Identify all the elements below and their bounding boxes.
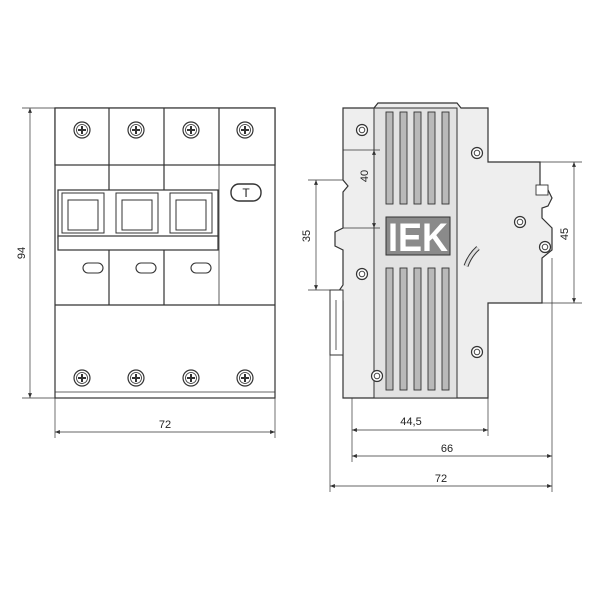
side-view: IEK 40 35 <box>301 102 582 492</box>
dimension-35-label: 35 <box>301 230 313 242</box>
dimension-45: 45 <box>488 161 582 304</box>
test-button: T <box>230 183 262 202</box>
dimension-width: 72 <box>54 398 276 438</box>
dimension-44-5-label: 44,5 <box>400 416 421 428</box>
terminal-screw-icon <box>73 121 91 139</box>
front-view: T 94 72 <box>16 107 276 438</box>
dimension-66: 66 <box>352 258 553 492</box>
iek-logo-text: IEK <box>388 216 448 260</box>
dimension-35: 35 <box>301 179 343 291</box>
dimension-height: 94 <box>16 107 58 399</box>
dimension-45-label: 45 <box>559 228 571 240</box>
dimension-40: 40 <box>343 149 380 229</box>
lever-arc <box>463 246 480 267</box>
terminal-screw-icon <box>182 121 200 139</box>
upper-terminal-zone <box>54 107 276 166</box>
rivet-icon <box>355 123 369 137</box>
terminal-screw-icon <box>236 121 254 139</box>
indicator-window <box>135 262 157 274</box>
lever-handle-bar <box>57 235 219 251</box>
dimension-44-5: 44,5 <box>351 398 489 462</box>
iek-logo: IEK <box>385 216 451 260</box>
toggle-levers <box>57 189 219 251</box>
width-dimension-label: 72 <box>159 419 171 431</box>
rivet-icon <box>538 240 552 254</box>
terminal-screw-icon <box>73 369 91 387</box>
rivet-icon <box>470 146 484 160</box>
dimension-72-side: 72 <box>329 355 552 492</box>
rivet-icon <box>370 369 384 383</box>
indicator-window <box>82 262 104 274</box>
dimension-72-side-label: 72 <box>435 473 447 485</box>
rivet-icon <box>513 215 527 229</box>
terminal-screw-icon <box>236 369 254 387</box>
indicator-window <box>190 262 212 274</box>
test-button-label: T <box>242 186 250 200</box>
dimension-66-label: 66 <box>441 443 453 455</box>
dimension-40-label: 40 <box>359 170 371 182</box>
terminal-screw-icon <box>127 121 145 139</box>
terminal-screw-icon <box>182 369 200 387</box>
rivet-icon <box>355 267 369 281</box>
terminal-screw-icon <box>127 369 145 387</box>
height-dimension-label: 94 <box>16 247 28 259</box>
din-rail-clip <box>329 289 344 356</box>
indicator-windows <box>82 262 212 274</box>
rivet-icon <box>470 345 484 359</box>
